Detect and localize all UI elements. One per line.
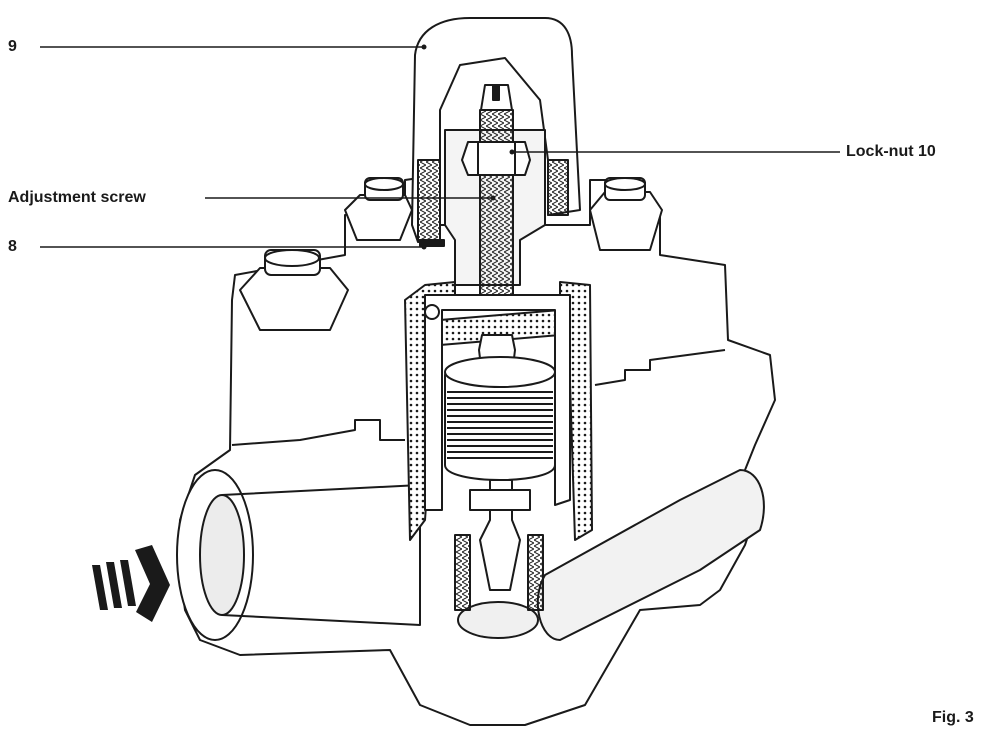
bolt-right <box>589 177 663 251</box>
gasket <box>419 239 445 247</box>
seat-bore-thread-right <box>527 534 544 611</box>
seat-bore <box>457 601 539 639</box>
label-adjustment-screw: Adjustment screw <box>8 189 146 206</box>
seat-bore-thread <box>454 534 471 611</box>
cap-nut <box>411 17 581 243</box>
cap-nut-thread <box>417 159 441 241</box>
inlet-bore <box>199 494 245 616</box>
yoke-pin <box>424 304 440 320</box>
label-part-9: 9 <box>8 38 17 55</box>
figure-caption: Fig. 3 <box>932 709 974 726</box>
screw-slot <box>492 85 500 101</box>
flow-direction-arrow <box>92 545 170 622</box>
body-section-step-left <box>231 419 405 446</box>
bolt-back-left <box>344 177 413 241</box>
cap-nut-thread-right <box>547 159 569 216</box>
leader-dot-8 <box>421 244 427 250</box>
leader-dot-9 <box>421 44 427 50</box>
bolt-left <box>239 249 349 331</box>
label-lock-nut: Lock-nut 10 <box>846 143 936 160</box>
label-part-8: 8 <box>8 238 17 255</box>
body-section-step-right <box>594 349 726 386</box>
leader-dot-adjustment-screw <box>490 195 496 201</box>
inlet-pipe <box>221 484 421 626</box>
adjustment-screw <box>479 109 514 301</box>
valve-seat <box>469 489 531 511</box>
bellows-element <box>444 356 556 481</box>
yoke-frame <box>424 294 571 511</box>
lock-nut <box>461 141 531 176</box>
leader-dot-lock-nut <box>509 149 515 155</box>
